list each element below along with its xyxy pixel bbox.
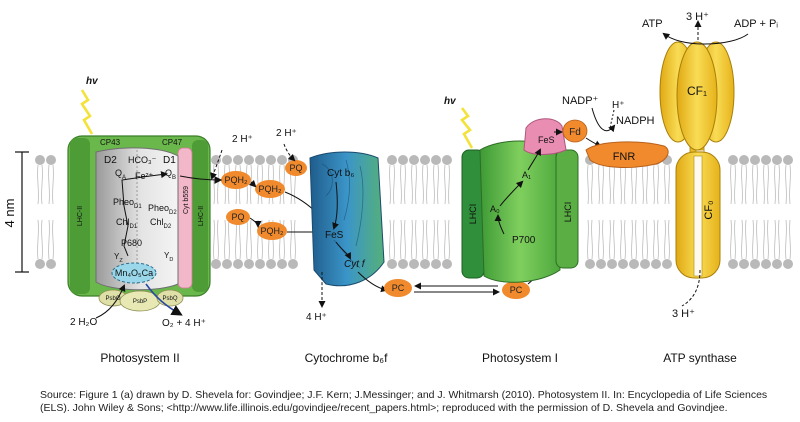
protons-2h-a: 2 H⁺ xyxy=(232,134,253,145)
pqh2-carrier-b: PQH₂ xyxy=(255,180,285,198)
svg-text:Fd: Fd xyxy=(569,127,581,138)
cf0-label: CF₀ xyxy=(703,200,715,219)
protons-4h: 4 H⁺ xyxy=(306,312,327,323)
ferredoxin-nadp-reductase: FNR xyxy=(586,142,668,168)
lhc-ii-right-label: LHC-II xyxy=(198,206,205,226)
d2-label: D2 xyxy=(104,155,117,166)
cyt-f-label: Cyt f xyxy=(344,259,366,270)
mn-cluster-label: Mn₄O₅Ca xyxy=(115,268,153,278)
ferredoxin: Fd xyxy=(563,120,587,142)
cyt-fes-label: FeS xyxy=(325,230,344,241)
lhci-left-label: LHCI xyxy=(468,204,478,225)
protons-2h-b: 2 H⁺ xyxy=(276,128,297,139)
hv-ps2-label: hv xyxy=(86,76,99,87)
hco3-label: HCO₃⁻ xyxy=(128,155,157,165)
cp43-label: CP43 xyxy=(100,138,121,147)
svg-text:PQH₂: PQH₂ xyxy=(259,184,283,194)
atp-protons-bottom: 3 H⁺ xyxy=(672,308,695,320)
svg-text:PQH₂: PQH₂ xyxy=(225,175,249,185)
svg-text:PC: PC xyxy=(392,283,405,293)
pc-carrier-b: PC xyxy=(502,281,530,299)
ps2-title: Photosystem II xyxy=(100,351,179,365)
cyt-b6-label: Cyt b₆ xyxy=(327,168,354,179)
adp-pi-label: ADP + Pᵢ xyxy=(734,18,778,30)
a1-label: A₁ xyxy=(522,170,531,180)
fnr-label: FNR xyxy=(613,151,636,163)
cyt-b559 xyxy=(178,148,192,288)
hv-ps1-label: hv xyxy=(444,96,457,107)
atp-synthase: CF₁ CF₀ ATP 3 H⁺ ADP + Pᵢ 3 H⁺ ATP synth… xyxy=(642,11,778,365)
cp47-label: CP47 xyxy=(162,138,183,147)
ps1-fes-label: FeS xyxy=(538,135,555,145)
svg-text:PC: PC xyxy=(510,285,523,295)
water-label: 2 H₂O xyxy=(70,317,97,328)
membrane-thickness-scale: 4 nm xyxy=(2,152,29,272)
nadp-label: NADP⁺ xyxy=(562,95,599,107)
a0-label: A₀ xyxy=(490,204,500,214)
ps1-proton-label: H⁺ xyxy=(612,100,625,111)
thickness-label: 4 nm xyxy=(2,199,17,228)
psbp-label: PsbP xyxy=(133,299,147,305)
ps1-title: Photosystem I xyxy=(482,351,558,365)
pq-carrier-b: PQ xyxy=(285,160,307,176)
d1-label: D1 xyxy=(163,155,176,166)
figure-caption: Source: Figure 1 (a) drawn by D. Shevela… xyxy=(40,389,780,415)
pqh2-carrier-a: PQH₂ xyxy=(221,171,251,189)
svg-text:PQ: PQ xyxy=(231,212,244,222)
nadph-label: NADPH xyxy=(616,115,655,127)
cytochrome-b6f: Cyt b₆ FeS Cyt f 4 H⁺ Cytochrome b₆f xyxy=(305,152,389,365)
pq-carrier-a: PQ xyxy=(226,209,250,225)
psbq-label: PsbQ xyxy=(162,296,177,302)
cf1-label: CF₁ xyxy=(687,84,707,98)
photosystem-ii: LHC-II LHC-II Cyt b559 CP43 CP47 D2 D1 H… xyxy=(68,76,210,365)
atp-protons-top: 3 H⁺ xyxy=(686,11,709,23)
atp-synthase-title: ATP synthase xyxy=(663,351,737,365)
p700-label: P700 xyxy=(512,235,536,246)
atp-label: ATP xyxy=(642,18,663,30)
lhc-ii-left-label: LHC-II xyxy=(77,206,84,226)
oxygen-label: O₂ + 4 H⁺ xyxy=(162,318,206,329)
light-bolt-ps1 xyxy=(462,108,472,148)
pqh2-carrier-c: PQH₂ xyxy=(257,222,287,240)
photosystem-i: LHCI LHCI FeS P700 A₀ A₁ hv Fd FNR NADP⁺… xyxy=(444,95,668,365)
svg-text:PQH₂: PQH₂ xyxy=(261,226,285,236)
cytb6f-title: Cytochrome b₆f xyxy=(305,351,389,365)
pc-carrier-a: PC xyxy=(384,279,412,297)
cyt-b559-label: Cyt b559 xyxy=(183,186,190,214)
svg-text:PQ: PQ xyxy=(289,163,302,173)
light-bolt-ps2 xyxy=(82,90,92,134)
lhci-right-label: LHCI xyxy=(563,202,573,223)
